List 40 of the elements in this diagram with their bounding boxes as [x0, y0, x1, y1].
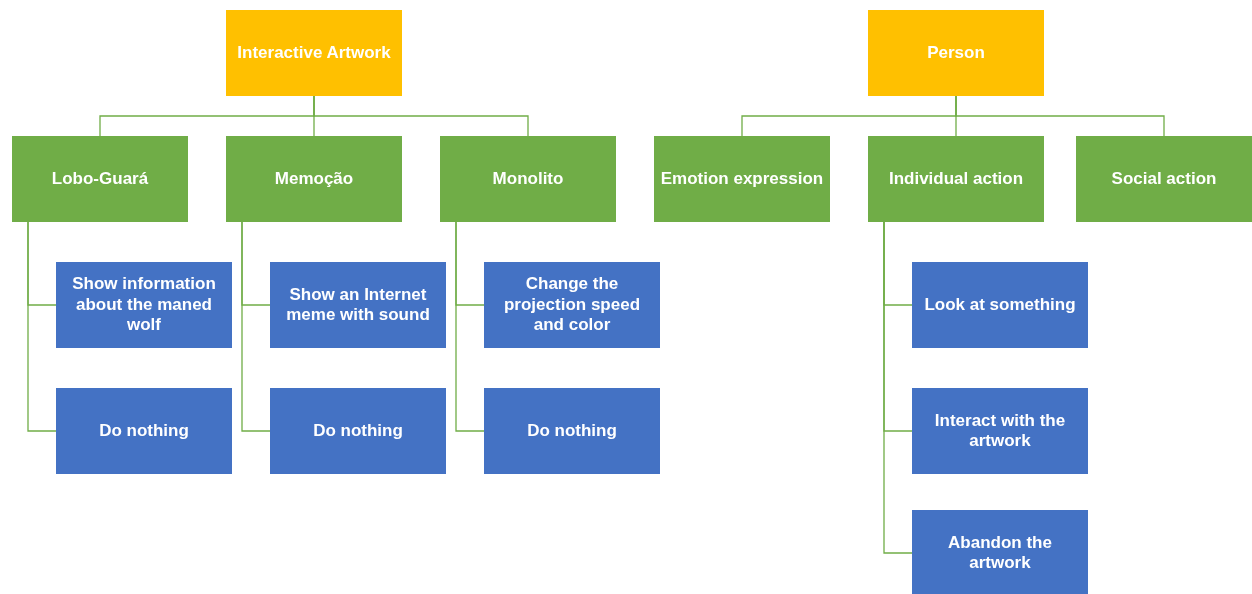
item-box	[484, 388, 660, 474]
box-label: Lobo-Guará	[51, 168, 149, 190]
item-box	[912, 262, 1088, 348]
group-box	[12, 136, 188, 222]
group-box	[654, 136, 830, 222]
item-box	[912, 510, 1088, 594]
box-label: Do nothing	[99, 420, 189, 442]
group-box	[868, 136, 1044, 222]
connector-line	[955, 95, 1165, 137]
box-label: Individual action	[888, 168, 1024, 190]
box-label: Abandon the artwork	[947, 532, 1053, 574]
connector-line	[27, 221, 57, 432]
group-box	[440, 136, 616, 222]
category-box	[226, 10, 402, 96]
connector-line	[313, 95, 529, 137]
box-label: Interactive Artwork	[237, 42, 391, 64]
box-label: Show information about the maned wolf	[71, 274, 217, 336]
box-label: Memoção	[274, 168, 354, 190]
group-box	[1076, 136, 1252, 222]
connector-line	[455, 221, 485, 432]
box-label: Change the projection speed and color	[503, 274, 641, 336]
item-box	[56, 388, 232, 474]
box-label: Person	[927, 42, 985, 64]
box-label: Do nothing	[527, 420, 617, 442]
item-box	[912, 388, 1088, 474]
item-box	[270, 388, 446, 474]
box-label: Look at something	[924, 294, 1076, 316]
box-label: Interact with the artwork	[933, 410, 1067, 452]
box-label: Emotion expression	[660, 168, 824, 190]
item-box	[484, 262, 660, 348]
box-label: Do nothing	[313, 420, 403, 442]
group-box	[226, 136, 402, 222]
item-box	[56, 262, 232, 348]
box-label: Monolito	[492, 168, 564, 190]
connector-line	[883, 221, 913, 554]
item-box	[270, 262, 446, 348]
connector-line	[241, 221, 271, 432]
box-label: Social action	[1111, 168, 1217, 190]
box-label: Show an Internet meme with sound	[285, 284, 431, 326]
category-box	[868, 10, 1044, 96]
